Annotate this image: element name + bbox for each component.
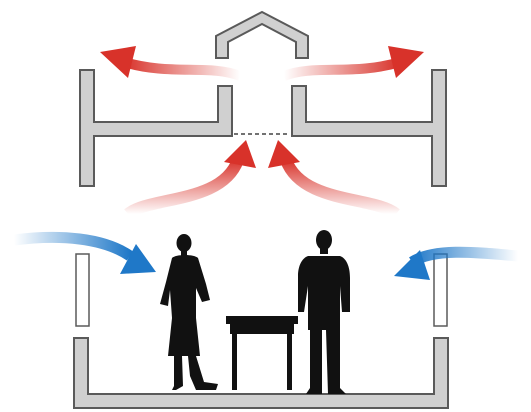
cool-air-arrow-icon — [13, 231, 156, 274]
building-section — [73, 10, 449, 409]
warm-air-arrow-icon — [282, 46, 424, 81]
window-left — [75, 253, 90, 327]
lower-room-floor — [73, 337, 449, 409]
person-silhouette-icon — [160, 234, 218, 390]
cool-air-arrow-icon — [394, 246, 519, 280]
table-icon — [226, 316, 298, 390]
window-right — [433, 253, 448, 327]
warm-air-arrow-icon — [124, 140, 256, 220]
person-silhouette-icon — [298, 230, 350, 394]
upper-wall-right — [291, 69, 447, 187]
upper-wall-left — [79, 69, 233, 187]
warm-air-arrow-icon — [268, 140, 400, 220]
warm-air-arrow-icon — [100, 46, 242, 81]
roof-monitor — [215, 10, 309, 59]
